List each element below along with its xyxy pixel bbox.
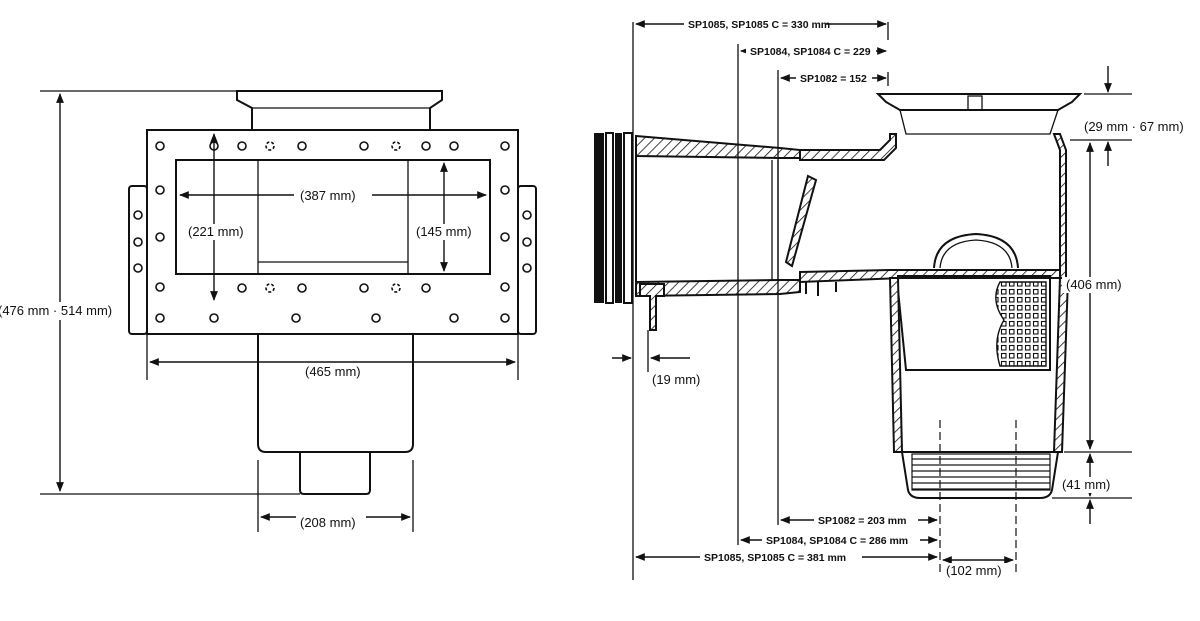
top-dim-152-label: SP1082 = 152 <box>800 73 867 85</box>
front-outlet <box>299 452 371 495</box>
top-dim-229-label: SP1084, SP1084 C = 229 <box>750 46 871 58</box>
top-dim-330-label: SP1085, SP1085 C = 330 mm <box>688 19 830 31</box>
basket-width-label: (102 mm) <box>946 563 1002 578</box>
side-view: SP1085, SP1085 C = 330 mm SP1084, SP1084… <box>594 17 1200 580</box>
front-body <box>257 334 414 453</box>
flange-width-label: (465 mm) <box>305 364 361 379</box>
bottom-dim-286-label: SP1084, SP1084 C = 286 mm <box>766 535 908 547</box>
flange-thickness-label: (19 mm) <box>652 372 700 387</box>
front-view: (476 mm · 514 mm) (387 mm) (221 mm) (145… <box>0 90 537 532</box>
throat-bottom-wall <box>635 279 801 298</box>
front-bolt-holes <box>133 141 532 323</box>
throat-top-wall <box>635 134 801 159</box>
base-height-label: (41 mm) <box>1062 477 1110 492</box>
body-right-wall <box>1052 133 1067 279</box>
left-ear <box>128 185 148 335</box>
outlet-width-label: (208 mm) <box>300 515 356 530</box>
opening-width-label: (387 mm) <box>300 188 356 203</box>
front-opening <box>175 159 491 275</box>
front-flange <box>146 129 519 335</box>
bottom-dim-203-label: SP1082 = 203 mm <box>818 515 906 527</box>
front-weir <box>257 159 409 275</box>
opening-left-height-label: (221 mm) <box>188 224 244 239</box>
front-throat <box>236 90 443 131</box>
side-flange-outer <box>594 133 604 303</box>
bottom-dim-381-label: SP1085, SP1085 C = 381 mm <box>704 552 846 564</box>
front-height-label: (476 mm · 514 mm) <box>0 303 112 318</box>
skimmer-base <box>900 451 1060 499</box>
basket-handle <box>933 232 1019 269</box>
body-height-label: (406 mm) <box>1066 277 1122 292</box>
opening-right-height-label: (145 mm) <box>416 224 472 239</box>
weir-flap <box>784 174 818 268</box>
lid-height-label: (29 mm · 67 mm) <box>1084 119 1184 134</box>
right-ear <box>517 185 537 335</box>
